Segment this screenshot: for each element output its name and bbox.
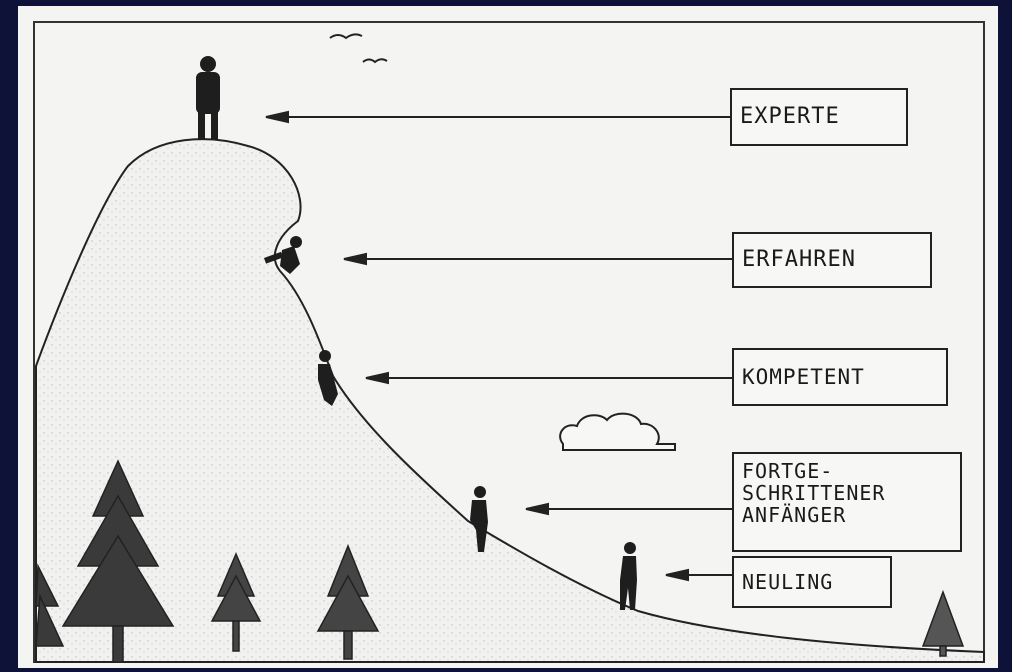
- label-neuling: NEULING: [732, 556, 892, 608]
- arrow-head-icon: [525, 502, 549, 516]
- cloud-icon: [559, 412, 676, 451]
- tree-medium-icon: [316, 543, 380, 660]
- label-fortgeschrittener-anfaenger: FORTGE- SCHRITTENER ANFÄNGER: [732, 452, 962, 552]
- mountain: [35, 138, 985, 663]
- bird-icon: [329, 33, 363, 40]
- label-experte: EXPERTE: [730, 88, 908, 146]
- bird-icon: [362, 58, 388, 64]
- diagram-frame: EXPERTE ERFAHREN KOMPETENT FORTGE- SCHRI…: [18, 6, 998, 668]
- tree-large-icon: [61, 459, 175, 663]
- label-kompetent: KOMPETENT: [732, 348, 948, 406]
- person-advanced-beginner-icon: [470, 486, 488, 552]
- tree-right-icon: [921, 589, 965, 657]
- tree-small-icon: [210, 552, 262, 652]
- arrow-head-icon: [343, 252, 367, 266]
- person-competent-icon: [318, 350, 338, 406]
- label-erfahren: ERFAHREN: [732, 232, 932, 288]
- arrow-head-icon: [265, 110, 289, 124]
- arrow-head-icon: [665, 568, 689, 582]
- arrow-head-icon: [365, 371, 389, 385]
- person-novice-icon: [620, 542, 637, 610]
- person-experienced-icon: [264, 236, 302, 274]
- tree-left-edge-icon: [35, 563, 65, 647]
- person-expert-icon: [196, 56, 220, 140]
- mountain-illustration: [33, 21, 985, 663]
